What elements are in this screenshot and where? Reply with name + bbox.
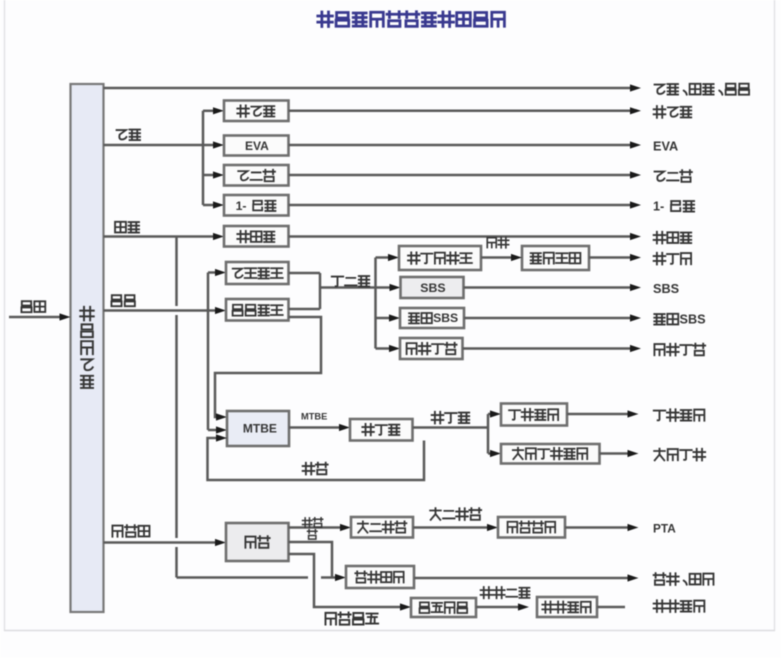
svg-text:1-: 1- <box>653 199 664 213</box>
svg-text:1-: 1- <box>236 199 247 213</box>
svg-text:PTA: PTA <box>653 522 676 536</box>
svg-text:MTBE: MTBE <box>243 422 277 436</box>
svg-text:SBS: SBS <box>433 311 458 325</box>
svg-text:SBS: SBS <box>420 281 445 295</box>
svg-text:SBS: SBS <box>653 282 679 296</box>
svg-text:EVA: EVA <box>245 139 269 153</box>
svg-text:SBS: SBS <box>680 312 706 326</box>
svg-text:MTBE: MTBE <box>301 412 327 422</box>
svg-text:EVA: EVA <box>653 139 678 153</box>
